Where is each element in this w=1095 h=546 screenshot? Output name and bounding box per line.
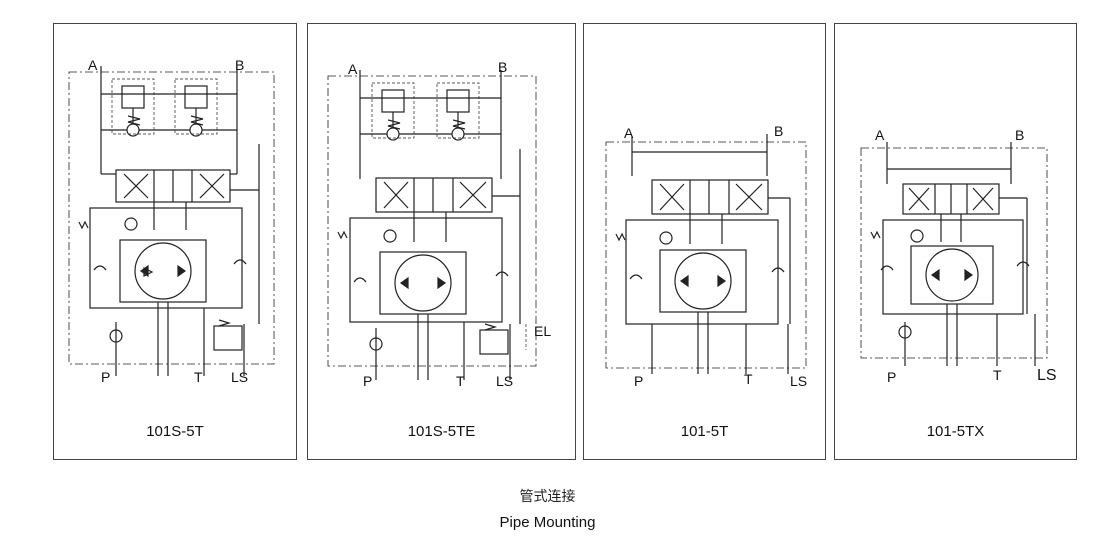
port-a-label: A [348,61,358,77]
schematic-101-5tx: A B P T LS [860,127,1057,385]
panel-101s-5te: A B EL P T LS 101S-5 [307,23,576,460]
panel-title: 101-5TX [926,423,985,440]
port-ls-label: LS [231,369,248,385]
port-p-label: P [363,373,372,389]
port-t-label: T [456,373,465,389]
schematic-101-5t: A B P T LS [605,123,807,389]
port-p-label: P [101,369,110,385]
port-p-label: P [634,373,643,389]
port-ls-label: LS [1037,367,1057,384]
port-b-label: B [235,57,244,73]
caption-chinese: 管式连接 [519,488,576,504]
schematic-101s-5t: A B [68,57,275,385]
panel-101-5tx: A B P T LS 101-5TX [834,23,1077,460]
port-b-label: B [774,123,783,139]
port-ls-label: LS [790,373,807,389]
panel-title: 101S-5T [146,423,204,440]
port-t-label: T [194,369,203,385]
port-t-label: T [744,371,753,387]
panel-101-5t: A B P T LS 101-5T [583,23,826,460]
port-t-label: T [993,367,1002,383]
port-ls-label: LS [496,373,513,389]
caption-english: Pipe Mounting [499,514,596,531]
port-a-label: A [88,57,98,73]
port-el-label: EL [534,323,551,339]
schematic-101s-5te: A B EL P T LS [327,59,551,389]
panel-101s-5t: A B [53,23,297,460]
port-a-label: A [875,127,885,143]
port-p-label: P [887,369,896,385]
port-a-label: A [624,125,634,141]
panel-title: 101-5T [680,423,729,440]
panel-title: 101S-5TE [407,423,476,440]
port-b-label: B [498,59,507,75]
port-b-label: B [1015,127,1024,143]
